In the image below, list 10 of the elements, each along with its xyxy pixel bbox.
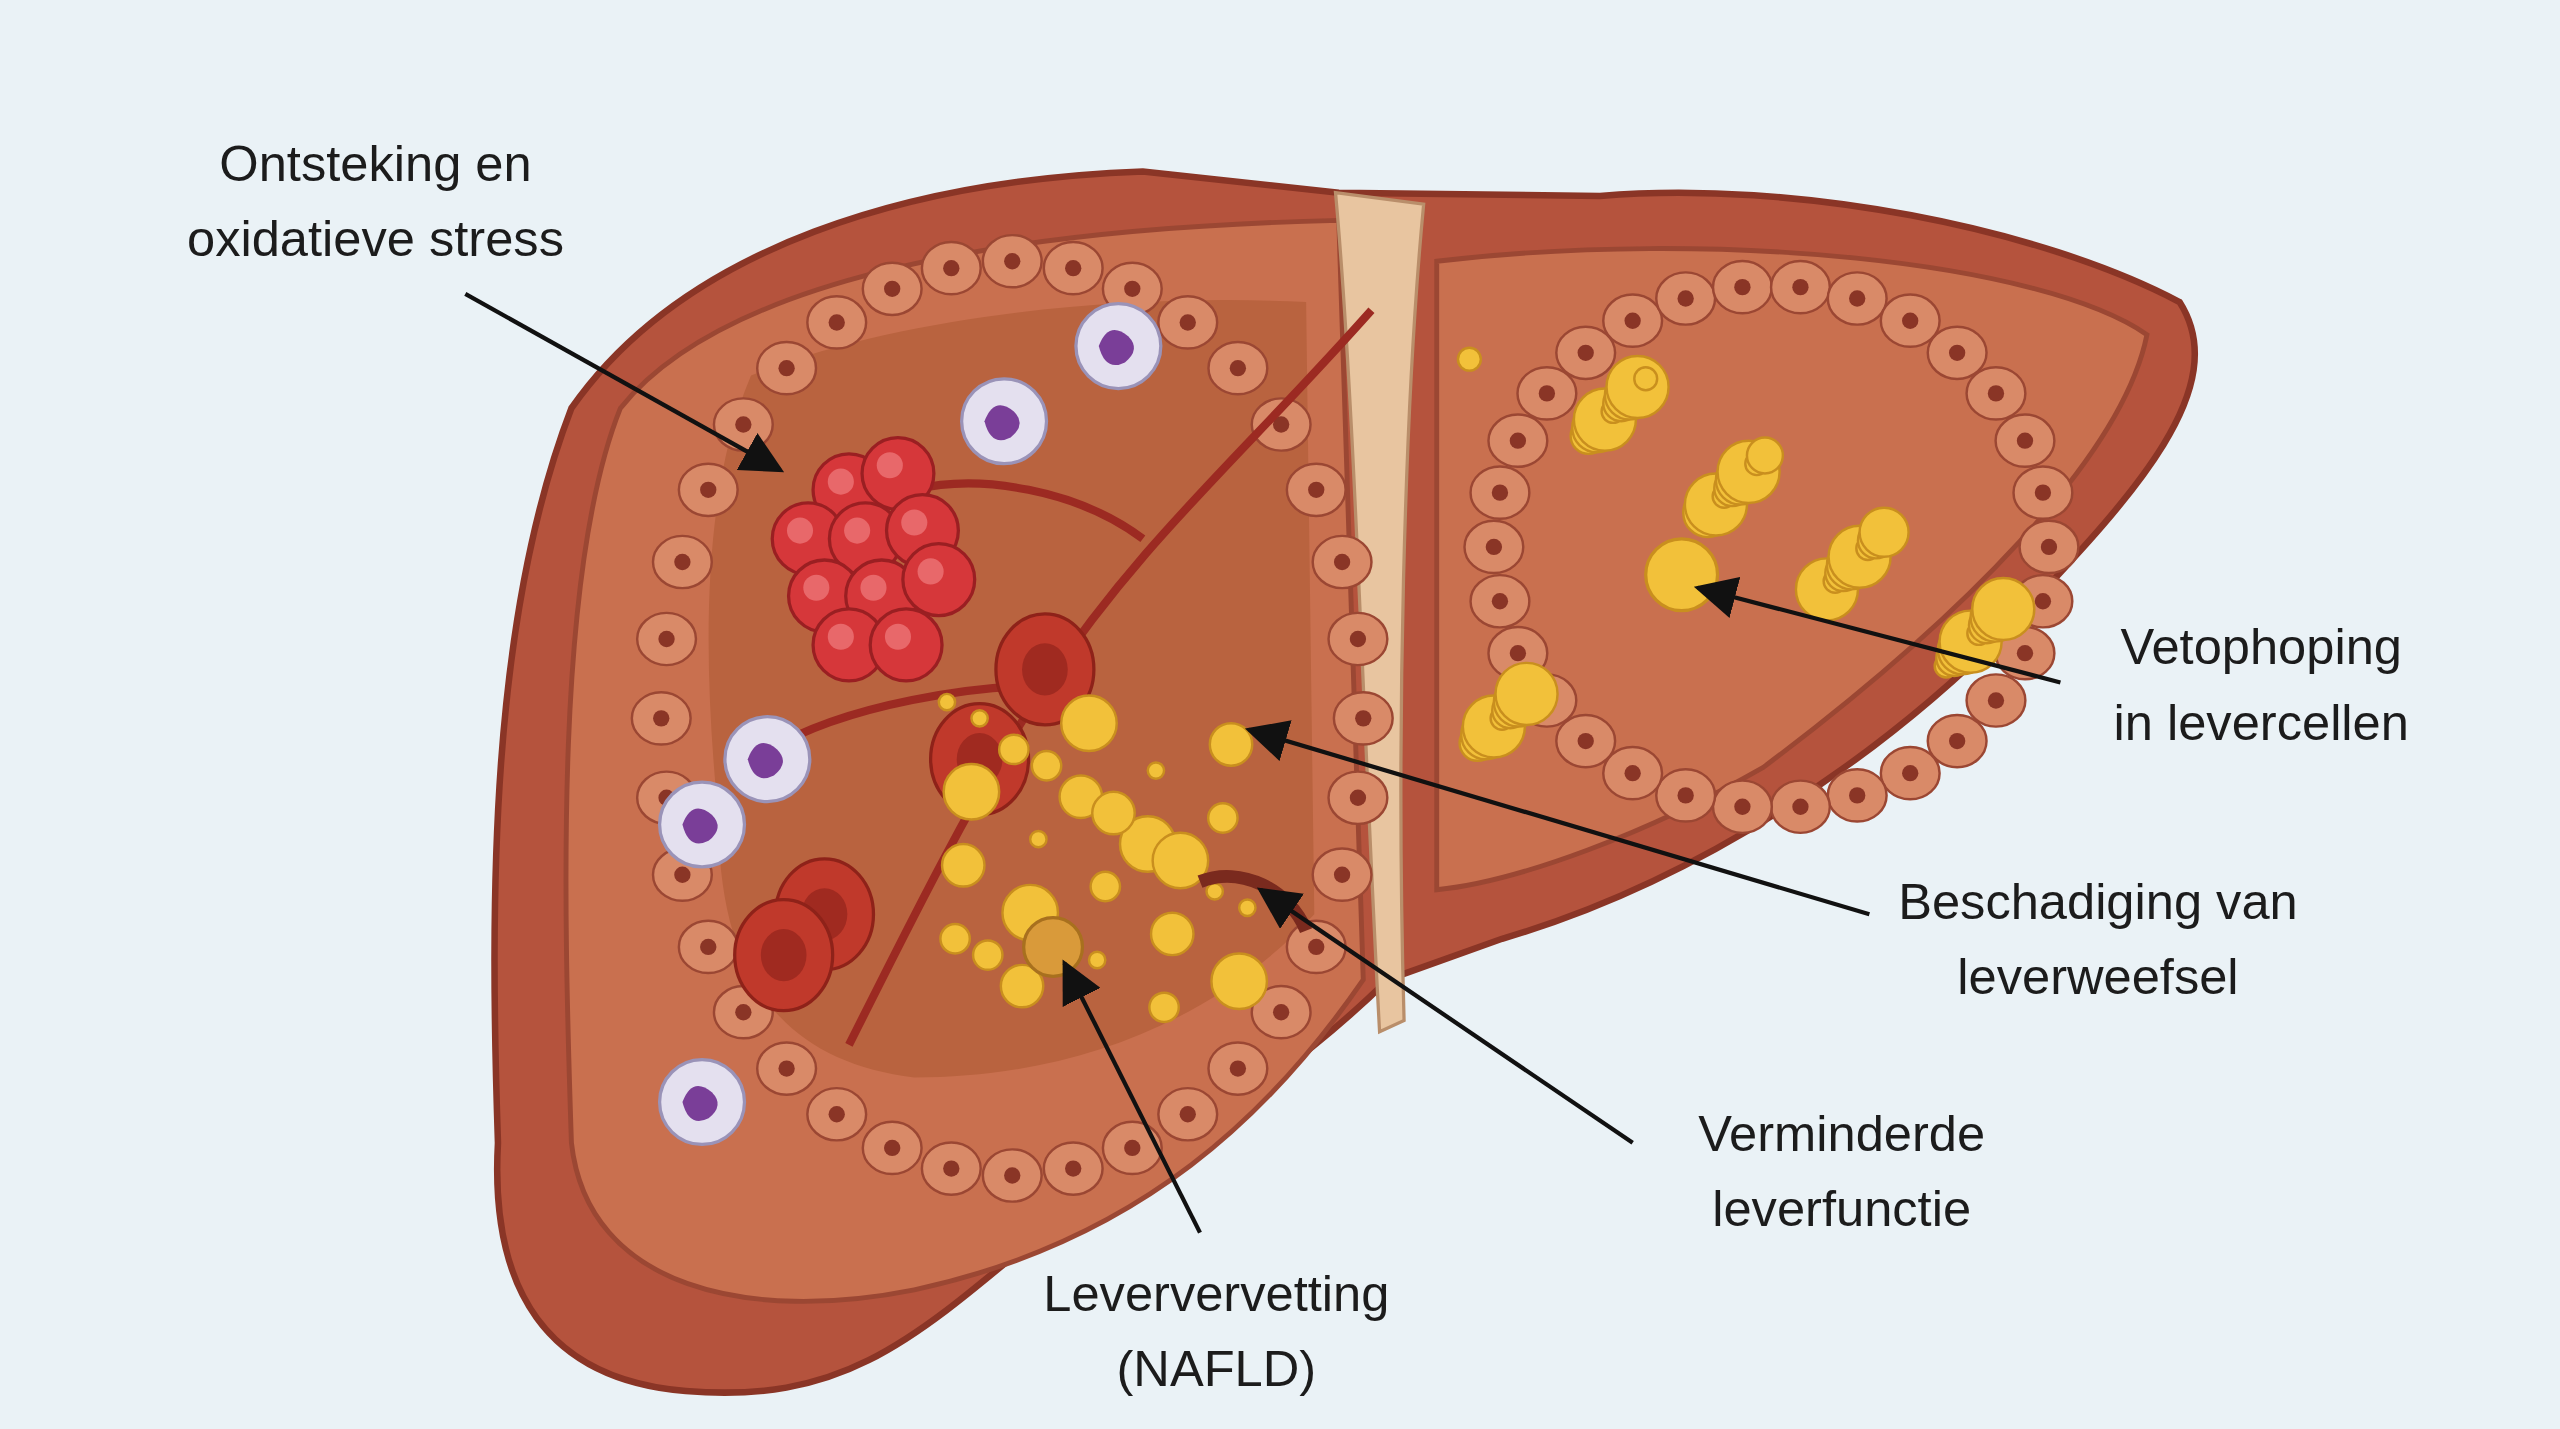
callout-label: Beschadiging van leverweefsel	[1885, 865, 2311, 1016]
leader-line	[1062, 959, 1202, 1234]
callout-label: Leververvetting (NAFLD)	[971, 1257, 1462, 1408]
callout-label: Verminderde leverfunctie	[1629, 1097, 2054, 1248]
callout-label: Ontsteking en oxidatieve stress	[114, 127, 637, 278]
leader-line	[1256, 887, 1634, 1145]
leader-line	[1693, 576, 2061, 685]
leader-line	[1244, 720, 1870, 917]
callout-label: Vetophoping in levercellen	[2097, 610, 2425, 761]
leader-line	[464, 292, 785, 473]
